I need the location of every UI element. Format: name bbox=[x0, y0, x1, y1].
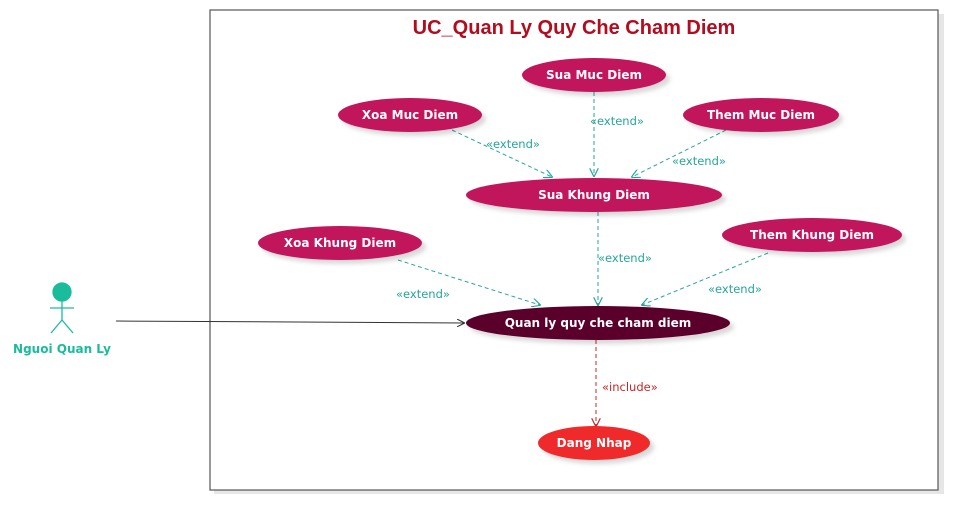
actor-nguoi-quan-ly[interactable]: Nguoi Quan Ly bbox=[13, 282, 111, 356]
use-case-label: Dang Nhap bbox=[557, 436, 632, 450]
actor-label: Nguoi Quan Ly bbox=[13, 342, 111, 356]
relationships bbox=[115, 92, 769, 426]
extend-label: «extend» bbox=[708, 282, 762, 296]
extend-label: «extend» bbox=[396, 287, 450, 301]
use-case-label: Them Khung Diem bbox=[750, 228, 874, 242]
extend-line-them-muc-diem bbox=[632, 129, 727, 177]
association-line-actor bbox=[115, 321, 464, 323]
use-case-label: Xoa Muc Diem bbox=[362, 108, 458, 122]
use-case-xoa-muc-diem[interactable]: Xoa Muc Diem bbox=[338, 98, 482, 132]
use-case-label: Sua Khung Diem bbox=[538, 188, 650, 202]
use-case-xoa-khung-diem[interactable]: Xoa Khung Diem bbox=[258, 226, 422, 260]
extend-line-xoa-khung-diem bbox=[397, 259, 540, 305]
diagram-title: UC_Quan Ly Quy Che Cham Diem bbox=[413, 17, 736, 39]
extend-line-xoa-muc-diem bbox=[451, 129, 552, 177]
stick-figure-icon bbox=[50, 282, 74, 334]
use-case-dang-nhap[interactable]: Dang Nhap bbox=[538, 426, 650, 460]
extend-label: «extend» bbox=[672, 154, 726, 168]
use-case-label: Xoa Khung Diem bbox=[284, 236, 396, 250]
use-case-label: Sua Muc Diem bbox=[546, 68, 642, 82]
use-case-them-khung-diem[interactable]: Them Khung Diem bbox=[722, 218, 902, 252]
extend-label: «extend» bbox=[590, 114, 644, 128]
relationship-labels: «extend» «extend» «extend» «extend» «ext… bbox=[396, 114, 762, 394]
extend-label: «extend» bbox=[486, 137, 540, 151]
extend-label: «extend» bbox=[598, 251, 652, 265]
use-case-label: Quan ly quy che cham diem bbox=[505, 316, 692, 330]
use-case-label: Them Muc Diem bbox=[707, 108, 815, 122]
use-case-quan-ly-quy-che-cham-diem[interactable]: Quan ly quy che cham diem bbox=[466, 306, 730, 340]
extend-line-them-khung-diem bbox=[642, 252, 769, 305]
use-case-sua-muc-diem[interactable]: Sua Muc Diem bbox=[522, 58, 666, 92]
include-label: «include» bbox=[602, 380, 658, 394]
use-case-sua-khung-diem[interactable]: Sua Khung Diem bbox=[466, 178, 722, 212]
use-case-them-muc-diem[interactable]: Them Muc Diem bbox=[683, 98, 839, 132]
